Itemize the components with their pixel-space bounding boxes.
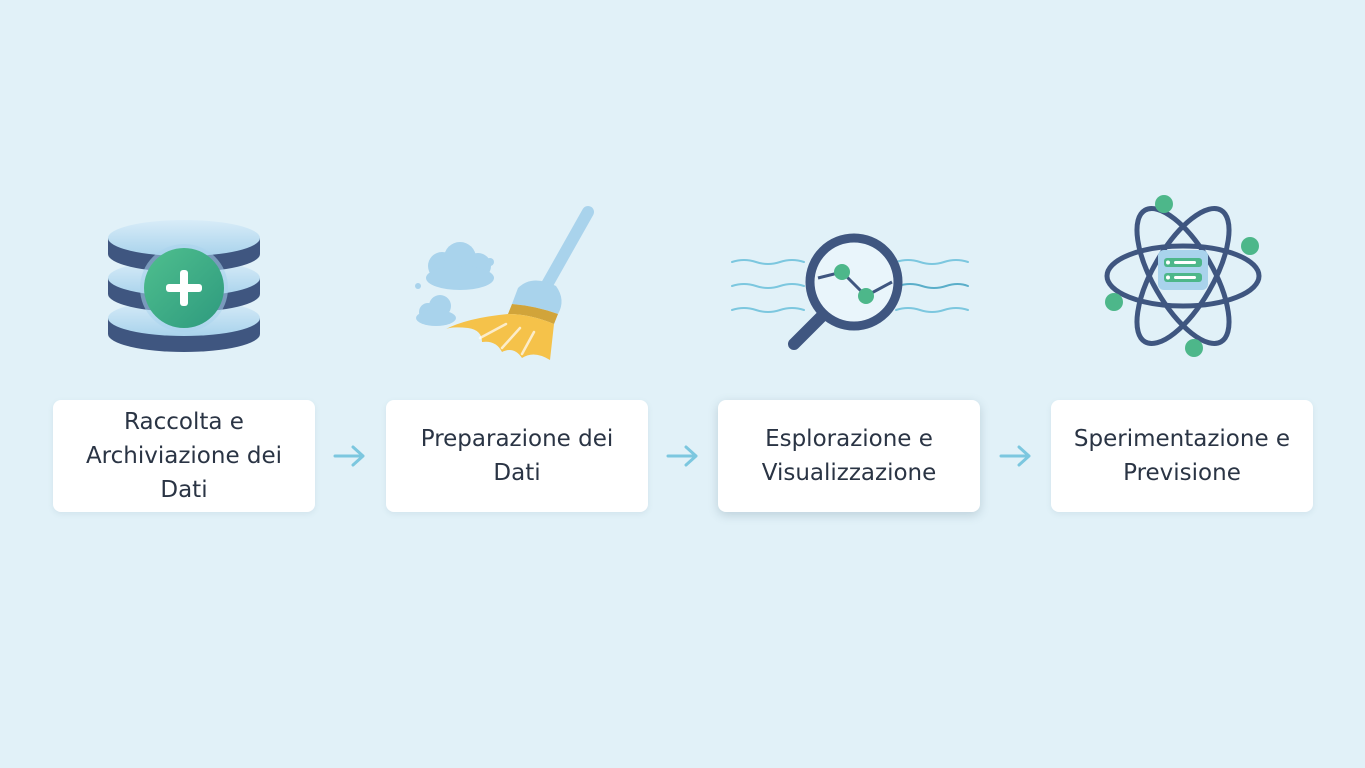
broom-icon — [415, 206, 594, 360]
step-card-raccolta: Raccolta e Archiviazione dei Dati — [53, 400, 315, 512]
step-label-line: Esplorazione e — [765, 426, 933, 452]
step-card-esplorazione: Esplorazione e Visualizzazione — [718, 400, 980, 512]
database-add-icon — [108, 220, 260, 352]
step-label-line: Preparazione dei — [420, 426, 614, 452]
arrow-right-icon — [666, 445, 698, 467]
step-label-line: Dati — [493, 460, 541, 486]
step-label-line: Dati — [160, 477, 208, 503]
arrow-right-icon — [999, 445, 1031, 467]
atom-server-icon — [1104, 195, 1262, 357]
step-card-sperimentazione: Sperimentazione e Previsione — [1051, 400, 1313, 512]
step-label-line: Raccolta e — [124, 409, 244, 435]
step-label-line: Archiviazione dei — [85, 443, 283, 469]
magnifier-chart-icon — [731, 233, 969, 350]
arrow-right-icon — [333, 445, 365, 467]
step-label-line: Sperimentazione e — [1073, 426, 1291, 452]
step-label-line: Visualizzazione — [761, 460, 937, 486]
step-card-preparazione: Preparazione dei Dati — [386, 400, 648, 512]
step-label-line: Previsione — [1123, 460, 1241, 486]
